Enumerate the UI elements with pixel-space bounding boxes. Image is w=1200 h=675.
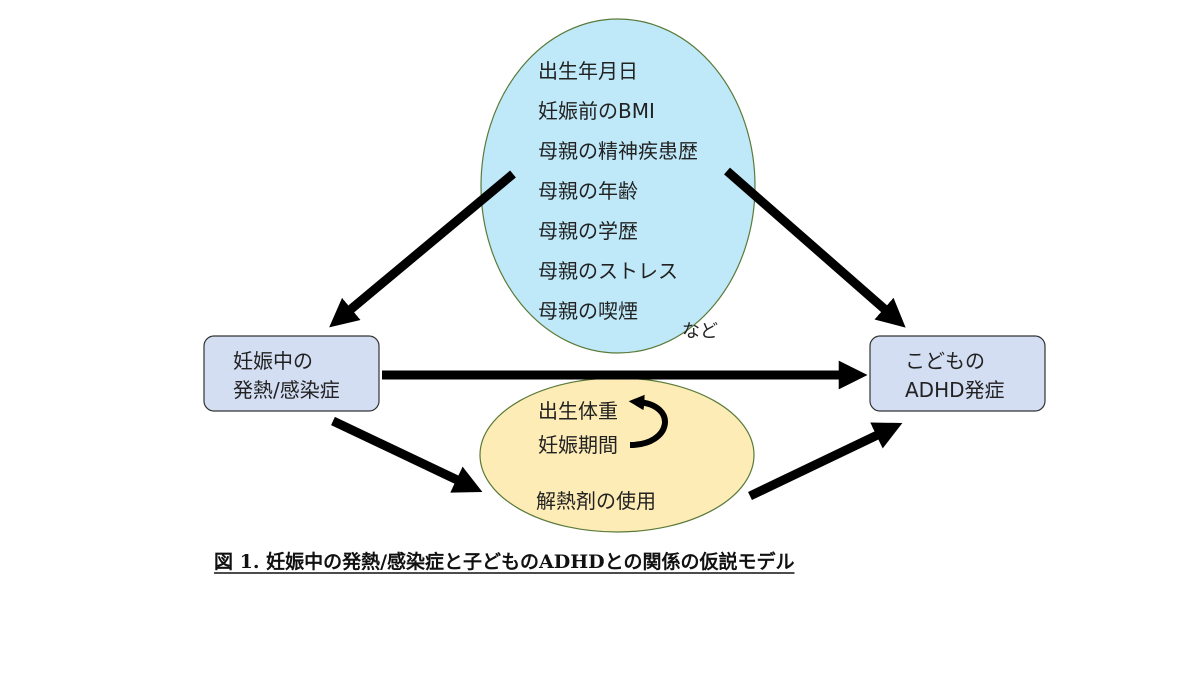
arrow-mediators-to-outcome — [748, 422, 903, 501]
confounder-item: 母親のストレス — [538, 259, 678, 283]
confounders-list: 出生年月日 妊娠前のBMI 母親の精神疾患歴 母親の年齢 母親の学歴 母親のスト… — [538, 59, 718, 342]
curved-arrow-icon — [628, 394, 668, 448]
exposure-box — [203, 335, 380, 412]
outcome-box — [869, 335, 1046, 412]
confounder-item: 妊娠前のBMI — [538, 99, 655, 123]
exposure-label-line1: 妊娠中の — [233, 349, 313, 373]
mediator-item: 出生体重 — [538, 399, 618, 423]
mediator-item: 妊娠期間 — [538, 433, 618, 457]
confounder-etc-label: など — [682, 321, 718, 342]
confounder-item: 出生年月日 — [538, 59, 638, 83]
arrow-confounders-to-exposure — [329, 170, 516, 328]
arrow-confounders-to-outcome — [724, 167, 906, 328]
mediator-item: 解熱剤の使用 — [536, 489, 656, 513]
figure-caption: 図 1. 妊娠中の発熱/感染症と子どものADHDとの関係の仮説モデル — [214, 550, 794, 573]
mediators-list: 出生体重 妊娠期間 解熱剤の使用 — [536, 399, 656, 513]
confounder-item: 母親の学歴 — [538, 219, 638, 243]
confounder-item: 母親の年齢 — [538, 179, 638, 203]
arrow-exposure-to-mediators — [331, 416, 483, 493]
confounder-item: 母親の喫煙 — [538, 299, 638, 323]
confounder-item: 母親の精神疾患歴 — [538, 139, 698, 163]
exposure-label-line2: 発熱/感染症 — [233, 378, 340, 402]
outcome-label-line1: こどもの — [905, 349, 985, 373]
outcome-label-line2: ADHD発症 — [905, 378, 1005, 402]
confounders-ellipse — [480, 18, 756, 354]
